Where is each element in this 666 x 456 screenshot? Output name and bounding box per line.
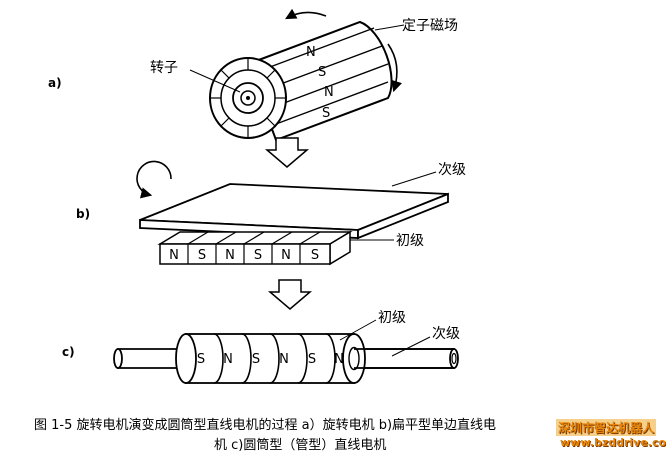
stator-pole-3: N bbox=[324, 85, 334, 100]
coil-poles: S N S N S N bbox=[197, 352, 344, 367]
primary-dividers bbox=[187, 231, 321, 264]
secondary-leader-b bbox=[391, 171, 437, 187]
primary-pole-1: N bbox=[169, 248, 179, 263]
stator-pole-4: S bbox=[322, 106, 330, 121]
stator-field-label: 定子磁场 bbox=[402, 18, 458, 34]
stator-leader-line bbox=[374, 24, 405, 31]
coil-left-face bbox=[175, 333, 197, 384]
figure-caption-line2: 机 c)圆筒型（管型）直线电机 bbox=[214, 438, 387, 453]
coil-bore bbox=[348, 346, 360, 371]
stator-pole-2: S bbox=[318, 65, 326, 80]
coil-pole-1: S bbox=[197, 352, 205, 367]
watermark-company: 深圳市智达机器人 bbox=[556, 419, 657, 436]
panel-b-tag: b) bbox=[76, 207, 90, 221]
panel-c-tag: c) bbox=[62, 345, 75, 359]
primary-block-front bbox=[159, 243, 331, 265]
right-rotation-arrow bbox=[387, 43, 402, 93]
tube-bore bbox=[451, 352, 457, 365]
primary-pole-6: S bbox=[311, 248, 319, 263]
coil-pole-5: S bbox=[308, 352, 316, 367]
primary-poles: N S N S N S bbox=[169, 248, 319, 263]
primary-label-c: 初级 bbox=[378, 309, 406, 326]
watermark-url: www.bzddrive.com bbox=[560, 436, 666, 449]
down-arrow-1 bbox=[264, 137, 310, 168]
tube-left-end bbox=[113, 348, 123, 369]
panel-b: b) N S N S N S 次级 初级 bbox=[76, 160, 466, 266]
primary-pole-3: N bbox=[225, 248, 235, 263]
primary-pole-4: S bbox=[254, 248, 262, 263]
secondary-plate-side bbox=[357, 192, 449, 240]
stator-pole-1: N bbox=[306, 45, 316, 60]
coil-pole-4: N bbox=[279, 352, 289, 367]
end-face-segments bbox=[210, 58, 286, 138]
coil-rings bbox=[213, 333, 336, 384]
secondary-label-b: 次级 bbox=[438, 162, 466, 178]
secondary-leader-c bbox=[391, 336, 431, 357]
rotor-center bbox=[246, 96, 250, 100]
primary-pole-5: N bbox=[281, 248, 291, 263]
primary-label-b: 初级 bbox=[396, 232, 424, 249]
stator-stripes bbox=[261, 27, 389, 125]
rotor-label: 转子 bbox=[150, 60, 178, 76]
coil-pole-6: N bbox=[334, 352, 344, 367]
primary-pole-2: S bbox=[198, 248, 206, 263]
primary-coil-body bbox=[185, 333, 355, 384]
coil-pole-3: S bbox=[252, 352, 260, 367]
panel-c: c) S N S N S N 初级 bbox=[62, 309, 460, 384]
figure-caption-line1: 图 1-5 旋转电机演变成圆筒型直线电机的过程 a）旋转电机 b)扁平型单边直线… bbox=[34, 418, 497, 433]
panel-a-tag: a) bbox=[48, 76, 62, 90]
secondary-label-c: 次级 bbox=[432, 326, 460, 342]
down-arrow-2 bbox=[267, 279, 313, 310]
coil-pole-2: N bbox=[223, 352, 233, 367]
panel-a: a) N S N S bbox=[48, 8, 458, 142]
rotor-leader-line bbox=[189, 69, 241, 93]
top-rotation-arrow bbox=[285, 8, 327, 20]
flatten-rotation-arrow bbox=[136, 160, 172, 199]
primary-leader-c bbox=[339, 319, 377, 341]
